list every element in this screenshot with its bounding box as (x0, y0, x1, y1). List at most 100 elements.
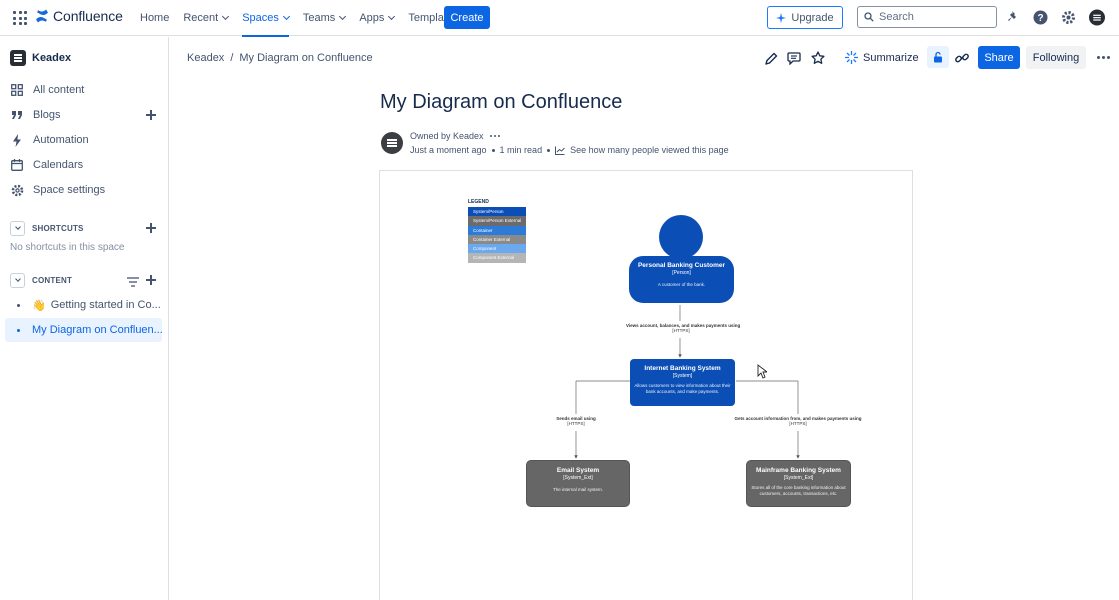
restrictions-lock-icon[interactable] (927, 46, 949, 68)
chevron-down-icon (222, 12, 230, 21)
edit-pencil-icon[interactable] (763, 50, 779, 66)
relationship-text: Views account, balances, and makes payme… (626, 323, 741, 328)
waving-hand-emoji: 👋 (32, 299, 46, 312)
customer-title: Personal Banking Customer (637, 262, 726, 269)
content-section-header[interactable]: CONTENT (10, 272, 72, 288)
relationship-tech: [HTTPS] (567, 421, 585, 426)
breadcrumb-page-link[interactable]: My Diagram on Confluence (239, 52, 373, 64)
settings-gear-icon[interactable] (1060, 9, 1076, 25)
owner-text[interactable]: Owned by Keadex (410, 131, 484, 141)
shortcuts-section-header[interactable]: SHORTCUTS (10, 220, 84, 236)
add-content-icon[interactable] (146, 275, 156, 285)
tree-item-label: Getting started in Co... (50, 299, 161, 311)
owner-avatar[interactable] (381, 132, 403, 154)
ibs-title: Internet Banking System (644, 365, 721, 372)
sparkle-icon (776, 12, 787, 23)
shortcuts-heading: SHORTCUTS (32, 223, 84, 233)
page-title: My Diagram on Confluence (380, 91, 623, 113)
nav-apps-label: Apps (359, 12, 385, 24)
diagram-legend: LEGEND System/Person System/Person Exter… (468, 199, 526, 263)
nav-spaces-label: Spaces (242, 12, 279, 24)
diagram-embed[interactable]: LEGEND System/Person System/Person Exter… (379, 170, 913, 600)
sidebar-item-all-content[interactable]: All content (10, 80, 160, 100)
more-actions-icon[interactable] (1097, 56, 1110, 59)
svg-text:?: ? (1037, 13, 1043, 24)
email-title: Email System (556, 467, 600, 474)
breadcrumb-space-link[interactable]: Keadex (187, 52, 225, 64)
primary-nav: Home Recent Spaces Teams Apps Templates (140, 0, 473, 37)
share-button[interactable]: Share (978, 46, 1020, 69)
nav-teams[interactable]: Teams (303, 0, 347, 36)
relationship-tech: [HTTPS] (672, 328, 690, 333)
mouse-cursor-icon (757, 364, 767, 379)
page-views-link[interactable]: See how many people viewed this page (570, 145, 729, 155)
comment-icon[interactable] (786, 50, 802, 66)
help-icon[interactable]: ? (1032, 9, 1048, 25)
chevron-down-icon[interactable] (10, 272, 25, 288)
app-switcher-icon[interactable] (13, 11, 27, 25)
nav-recent[interactable]: Recent (183, 0, 230, 36)
space-name: Keadex (32, 52, 72, 64)
summarize-button[interactable]: Summarize (845, 51, 919, 64)
email-system-node: Email System [System_Ext] The internal m… (526, 460, 630, 507)
nav-home-label: Home (140, 12, 170, 24)
search-input[interactable]: Search (857, 6, 997, 28)
mainframe-type: [System_Ext] (783, 475, 814, 481)
diagram-connectors (574, 305, 800, 459)
notifications-icon[interactable] (1004, 9, 1020, 25)
shortcuts-empty-text: No shortcuts in this space (10, 242, 125, 253)
mainframe-title: Mainframe Banking System (756, 467, 841, 474)
sidebar-item-label: All content (33, 84, 85, 96)
logo-text: Confluence (53, 8, 123, 24)
filter-icon[interactable] (127, 275, 139, 290)
star-icon[interactable] (810, 50, 826, 66)
lightning-icon (10, 133, 24, 147)
analytics-icon (555, 146, 565, 155)
copy-link-icon[interactable] (954, 50, 970, 66)
internet-banking-node: Internet Banking System [System] Allows … (630, 359, 735, 406)
upgrade-button[interactable]: Upgrade (767, 6, 843, 29)
customer-relationship-label: Views account, balances, and makes payme… (626, 323, 740, 333)
confluence-logo[interactable]: Confluence (35, 8, 123, 24)
content-tree-item-my-diagram[interactable]: My Diagram on Confluen... (5, 318, 162, 342)
email-desc: The internal mail system. (552, 487, 604, 492)
ibs-type: [System] (672, 373, 693, 379)
content-tree-item-getting-started[interactable]: 👋 Getting started in Co... (5, 293, 162, 317)
ibs-desc: Allows customers to view information abo… (634, 383, 731, 394)
page-meta: Just a moment ago 1 min read See how man… (410, 145, 729, 155)
timestamp: Just a moment ago (410, 145, 487, 155)
nav-spaces[interactable]: Spaces (242, 0, 290, 37)
separator-dot (491, 148, 495, 152)
sidebar-item-space-settings[interactable]: Space settings (10, 180, 160, 200)
mainframe-relationship-label: Gets account information from, and makes… (734, 416, 862, 426)
sidebar-item-blogs[interactable]: Blogs (10, 105, 160, 125)
create-button[interactable]: Create (444, 6, 490, 29)
following-button[interactable]: Following (1026, 46, 1086, 69)
sidebar-item-label: Space settings (33, 184, 106, 196)
byline-more-icon[interactable] (489, 134, 501, 138)
add-blog-icon[interactable] (146, 110, 156, 120)
profile-avatar[interactable] (1089, 9, 1105, 25)
nav-home[interactable]: Home (140, 0, 169, 36)
calendar-icon (10, 158, 24, 172)
summarize-label: Summarize (863, 51, 919, 64)
chevron-down-icon[interactable] (10, 220, 25, 236)
nav-apps[interactable]: Apps (359, 0, 396, 36)
confluence-logo-icon (36, 9, 48, 23)
chevron-down-icon (282, 12, 290, 21)
top-navigation-bar: Confluence Home Recent Spaces Teams Apps… (0, 0, 1119, 37)
email-relationship-label: Sends email using [HTTPS] (546, 416, 606, 426)
search-placeholder: Search (879, 11, 914, 23)
legend-title: LEGEND (468, 199, 489, 205)
email-type: [System_Ext] (563, 475, 593, 481)
legend-item: Container External (468, 234, 526, 245)
bullet-icon (17, 303, 20, 307)
sparkle-icon (845, 51, 858, 64)
relationship-tech: [HTTPS] (789, 421, 807, 426)
add-shortcut-icon[interactable] (146, 223, 156, 233)
sidebar-item-calendars[interactable]: Calendars (10, 155, 160, 175)
bullet-icon (17, 328, 20, 332)
sidebar-item-automation[interactable]: Automation (10, 130, 160, 150)
space-avatar (10, 50, 26, 66)
space-header[interactable]: Keadex (10, 50, 71, 66)
